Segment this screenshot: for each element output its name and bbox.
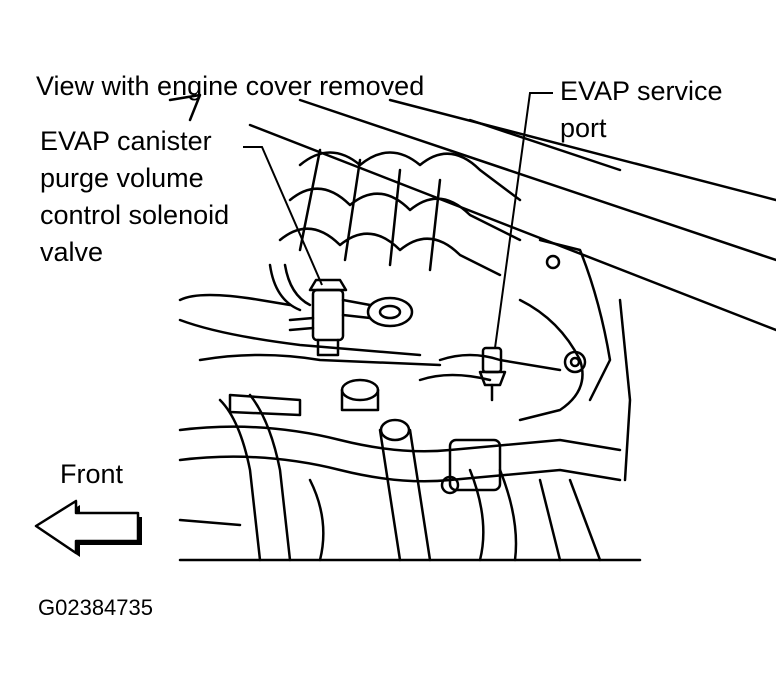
solenoid-callout-line-4: valve (40, 237, 104, 267)
front-direction-label: Front (60, 459, 124, 489)
solenoid-callout-line-1: EVAP canister (40, 126, 212, 156)
left-arrow-icon (34, 499, 142, 557)
solenoid-callout-line-3: control solenoid (40, 200, 230, 230)
figure-heading: View with engine cover removed (36, 71, 425, 101)
solenoid-leader-line (243, 146, 323, 286)
figure-id: G02384735 (38, 595, 153, 620)
solenoid-callout-line-2: purge volume (40, 163, 204, 193)
service-port-leader-line (494, 92, 553, 349)
service-port-callout-line-1: EVAP service (560, 76, 723, 106)
service-port-callout-line-2: port (560, 113, 607, 143)
